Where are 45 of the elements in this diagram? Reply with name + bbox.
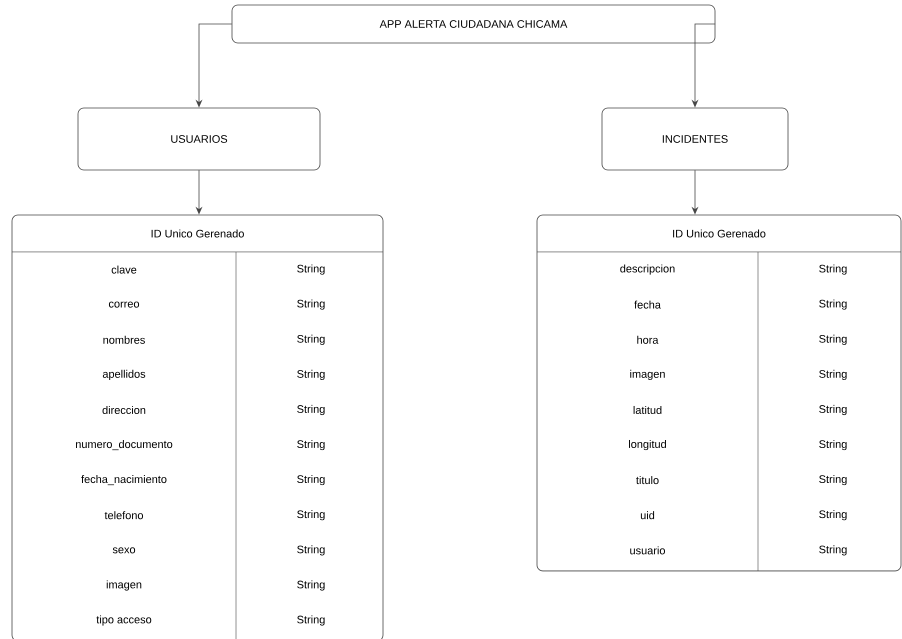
entity-box: INCIDENTES bbox=[602, 108, 788, 170]
field-name: hora bbox=[637, 336, 658, 344]
field-type: String bbox=[819, 299, 847, 310]
field-name: correo bbox=[108, 302, 140, 308]
field-type: String bbox=[297, 264, 325, 275]
field-name: fecha_nacimiento bbox=[81, 475, 166, 486]
entity-box: USUARIOS bbox=[78, 108, 320, 170]
field-name: clave bbox=[112, 266, 136, 274]
field-name: titulo bbox=[636, 476, 659, 484]
field-type: String bbox=[819, 334, 847, 345]
entity-box: APP ALERTA CIUDADANA CHICAMA bbox=[232, 4, 716, 44]
field-name: tipo acceso bbox=[96, 615, 152, 626]
field-type: String bbox=[819, 474, 847, 486]
field-type: String bbox=[819, 404, 847, 416]
field-name: usuario bbox=[630, 546, 665, 554]
field-type: String bbox=[297, 299, 325, 310]
table-header: ID Unico Gerenado bbox=[673, 229, 766, 238]
field-type: String bbox=[297, 545, 325, 556]
field-name: uid bbox=[640, 511, 654, 520]
field-name: nombres bbox=[103, 336, 145, 344]
table-header: ID Unico Gerenado bbox=[152, 229, 244, 238]
field-name: longitud bbox=[629, 440, 666, 450]
field-name: descripcion bbox=[620, 264, 674, 275]
field-name: fecha bbox=[634, 300, 661, 309]
field-type: String bbox=[819, 370, 847, 380]
field-name: telefono bbox=[104, 511, 144, 520]
field-type: String bbox=[297, 334, 325, 345]
field-type: String bbox=[297, 404, 325, 416]
field-name: imagen bbox=[106, 580, 142, 591]
field-name: apellidos bbox=[102, 370, 146, 380]
field-type: String bbox=[297, 370, 325, 380]
field-type: String bbox=[297, 510, 325, 520]
field-type: String bbox=[819, 545, 847, 556]
field-type: String bbox=[297, 615, 325, 626]
field-type: String bbox=[297, 580, 325, 591]
field-type: String bbox=[819, 264, 847, 275]
field-name: direccion bbox=[102, 406, 146, 414]
field-name: sexo bbox=[112, 547, 136, 554]
field-name: imagen bbox=[630, 370, 665, 380]
field-type: String bbox=[297, 474, 325, 486]
field-type: String bbox=[297, 440, 325, 450]
field-type: String bbox=[819, 440, 847, 450]
field-type: String bbox=[819, 510, 847, 520]
field-name: latitud bbox=[634, 406, 662, 414]
field-name: numero_documento bbox=[76, 440, 172, 450]
